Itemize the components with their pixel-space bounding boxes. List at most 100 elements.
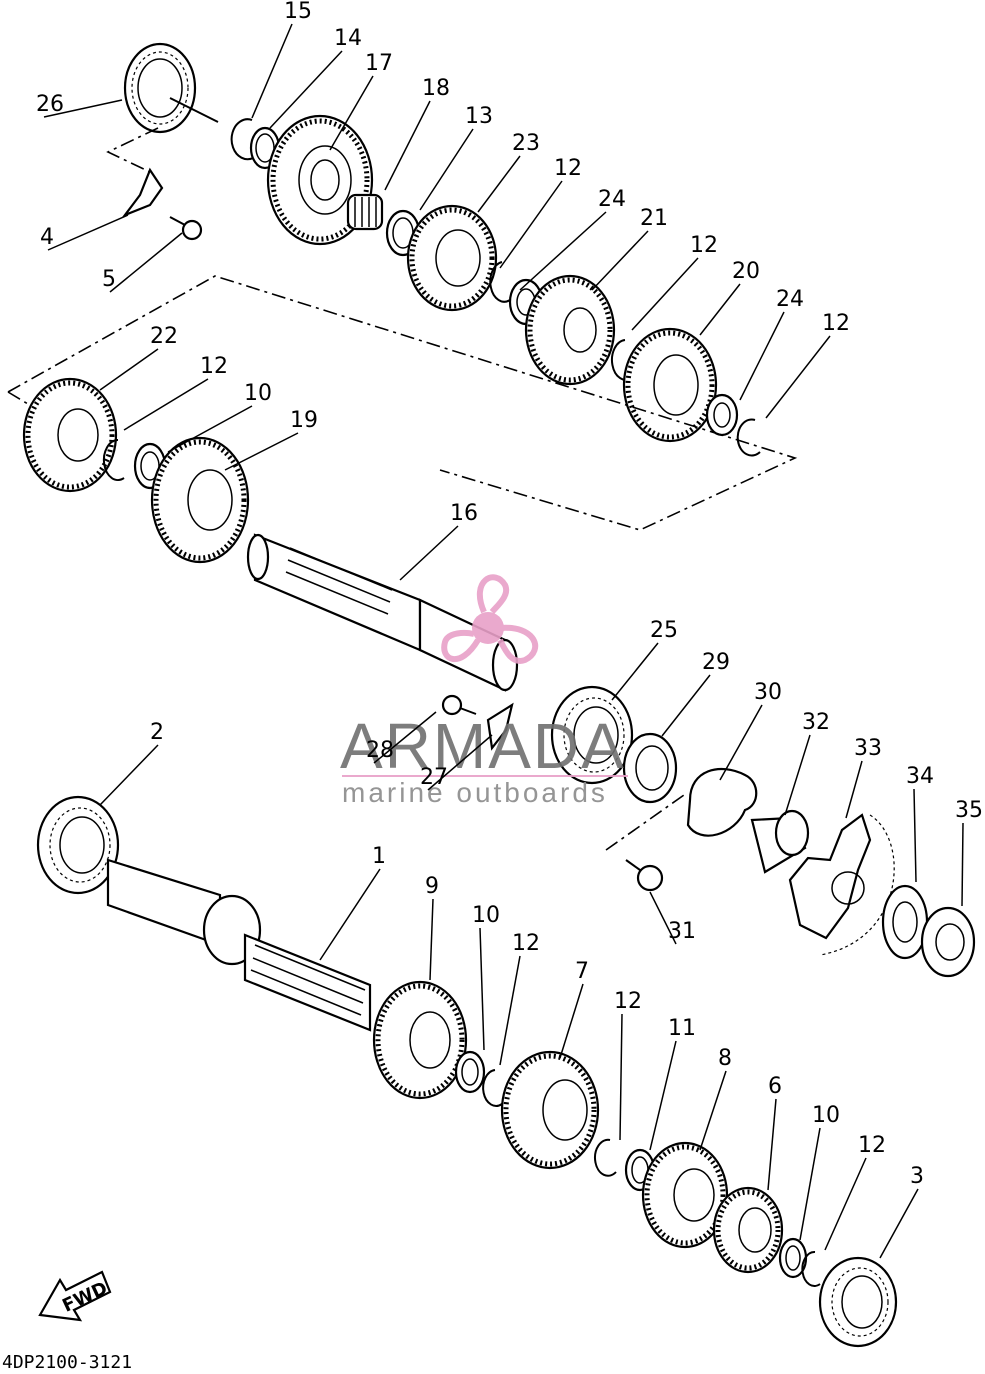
propeller-logo-icon	[441, 574, 539, 664]
guide-line-upper-a	[106, 127, 159, 173]
callout-number-20: 20	[732, 259, 760, 284]
callout-number-1: 1	[372, 844, 386, 869]
callout-leader-12	[499, 180, 563, 269]
bearing-3	[818, 1256, 898, 1348]
callout-leader-32	[784, 734, 811, 816]
callout-number-15: 15	[284, 0, 312, 24]
plate-27	[486, 702, 514, 751]
circlip-12e	[482, 1069, 503, 1107]
callout-leader-26	[43, 99, 123, 118]
callout-number-16: 16	[450, 501, 478, 526]
circlip-12g	[801, 1250, 821, 1287]
drive-axle-16	[246, 533, 519, 692]
callout-leader-10	[799, 1127, 821, 1241]
callout-leader-12	[499, 955, 521, 1066]
watermark: ARMADA marine outboards	[340, 574, 628, 808]
circlip-12d	[102, 438, 125, 481]
callout-leader-12	[824, 1157, 867, 1251]
callout-number-26: 26	[36, 92, 64, 117]
diagram-code: 4DP2100-3121	[2, 1352, 132, 1373]
gasket-30	[686, 767, 758, 837]
callout-number-4: 4	[40, 225, 54, 250]
screw-5	[169, 216, 203, 241]
needle-bearing-18	[346, 193, 384, 231]
callout-leader-14	[269, 50, 343, 129]
callout-number-11: 11	[668, 1016, 696, 1041]
callout-leader-22	[99, 348, 159, 391]
fwd-arrow: FWD	[38, 1270, 112, 1322]
callout-number-27: 27	[420, 765, 448, 790]
callout-number-22: 22	[150, 324, 178, 349]
gear-8	[641, 1141, 729, 1249]
callout-leader-1	[319, 868, 381, 961]
callout-number-12: 12	[512, 931, 540, 956]
gear-7	[500, 1050, 600, 1170]
callout-leader-8	[699, 1070, 727, 1151]
callout-leader-3	[879, 1188, 919, 1259]
callout-number-12: 12	[858, 1133, 886, 1158]
guide-line-middle	[605, 794, 685, 851]
callout-leader-24	[519, 211, 607, 291]
callout-number-10: 10	[472, 903, 500, 928]
lock-washer-34	[881, 884, 929, 960]
callout-number-28: 28	[366, 738, 394, 763]
bearing-25	[550, 685, 634, 785]
callout-leader-27	[427, 734, 493, 791]
callout-number-35: 35	[955, 798, 983, 823]
callout-leader-28	[373, 711, 437, 764]
callout-number-24: 24	[598, 187, 626, 212]
callout-number-10: 10	[812, 1103, 840, 1128]
callout-number-12: 12	[554, 156, 582, 181]
callout-number-10: 10	[244, 381, 272, 406]
upper-assembly	[7, 42, 798, 531]
gear-9	[372, 980, 468, 1100]
circlip-12c	[736, 418, 761, 457]
callout-leader-5	[109, 232, 183, 293]
callout-number-2: 2	[150, 720, 164, 745]
bolt-31	[625, 859, 664, 892]
callout-number-18: 18	[422, 76, 450, 101]
callout-number-7: 7	[575, 959, 589, 984]
middle-assembly	[22, 377, 976, 978]
callout-number-12: 12	[614, 989, 642, 1014]
callout-leader-9	[429, 898, 434, 981]
callout-labels: 1514172618132312242112420245122212101916…	[36, 0, 983, 1259]
callout-leader-33	[845, 760, 863, 819]
callout-leader-23	[477, 155, 521, 213]
nut-35	[920, 906, 976, 978]
guide-line-upper-c	[7, 391, 29, 405]
callout-number-23: 23	[512, 131, 540, 156]
circlip-12f	[594, 1138, 617, 1177]
callout-leader-29	[661, 674, 711, 737]
callout-leader-19	[224, 432, 299, 471]
callout-leader-7	[559, 983, 584, 1059]
callout-leader-34	[913, 788, 917, 883]
callout-leader-10	[479, 927, 485, 1051]
callout-leader-11	[649, 1040, 677, 1151]
oil-seal-29	[622, 732, 678, 804]
collar-32	[750, 809, 810, 874]
callout-leader-21	[591, 230, 649, 291]
callout-number-33: 33	[854, 736, 882, 761]
circlip-12a	[489, 261, 511, 303]
callout-number-9: 9	[425, 874, 439, 899]
washer-24b	[705, 393, 739, 437]
callout-leader-6	[767, 1098, 777, 1191]
callout-number-31: 31	[668, 919, 696, 944]
guide-line-upper-b	[7, 275, 798, 531]
plate-4	[121, 167, 164, 218]
gear-20	[622, 327, 718, 443]
callout-number-14: 14	[334, 26, 362, 51]
callout-number-12: 12	[822, 311, 850, 336]
gear-17	[266, 114, 374, 246]
callout-number-25: 25	[650, 618, 678, 643]
callout-number-5: 5	[102, 267, 116, 292]
callout-leader-4	[47, 214, 129, 251]
bearing-2	[36, 795, 120, 895]
main-axle-1	[106, 858, 372, 1032]
callout-number-3: 3	[910, 1164, 924, 1189]
callout-number-13: 13	[465, 104, 493, 129]
callout-leader-12	[619, 1013, 623, 1141]
callout-leader-15	[251, 23, 293, 119]
callout-leader-16	[399, 525, 459, 581]
